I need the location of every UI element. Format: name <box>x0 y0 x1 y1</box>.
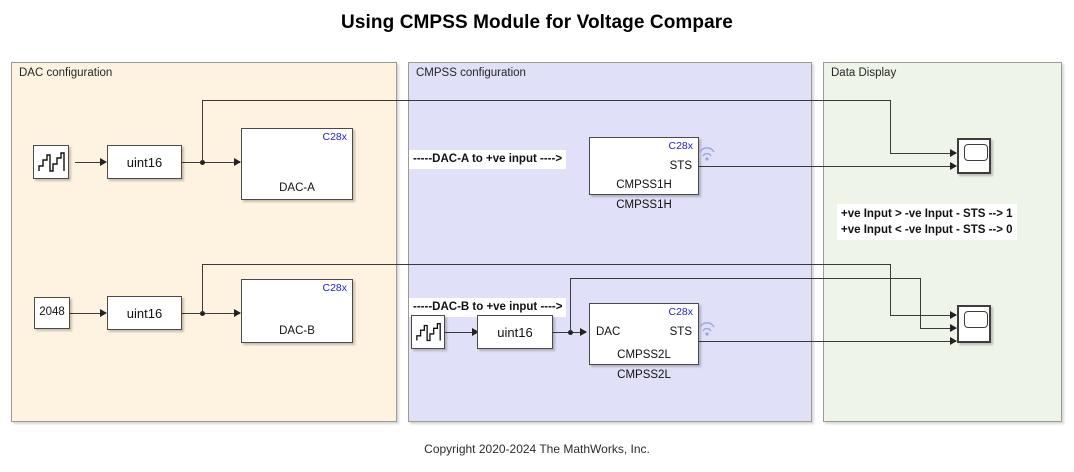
wire-constant-to-convert-b <box>70 313 102 314</box>
c28x-badge: C28x <box>322 131 347 143</box>
cmpss2l-out-port-label: STS <box>669 326 692 338</box>
arrow-convert-a-in <box>100 158 107 166</box>
arrow-dac-b-in <box>234 309 241 317</box>
data-type-conversion-block-c[interactable]: uint16 <box>477 315 553 349</box>
wireless-signal-icon <box>697 144 717 167</box>
convert-b-label: uint16 <box>126 306 163 321</box>
dac-b-name: DAC-B <box>279 325 315 337</box>
branch-point-dac-a <box>200 160 205 165</box>
cmpss2l-inner-name: CMPSS2L <box>617 349 671 361</box>
sts-legend-line-2: +ve Input < -ve Input - STS --> 0 <box>841 224 1013 236</box>
subsystem-panel-data-display[interactable]: Data Display <box>823 62 1062 422</box>
branch-point-dac-b <box>200 311 205 316</box>
scope-block-top[interactable] <box>957 138 991 174</box>
signal-source-block-b[interactable] <box>411 315 445 349</box>
scope-icon <box>964 311 988 328</box>
cmpss2l-outer-name: CMPSS2L <box>617 369 671 381</box>
annotation-dac-a-note: -----DAC-A to +ve input ----> <box>409 150 567 169</box>
subsystem-panel-cmpss-configuration[interactable]: CMPSS configuration <box>408 62 812 422</box>
data-type-conversion-block-b[interactable]: uint16 <box>107 296 182 330</box>
arrow-convert-b-in <box>100 309 107 317</box>
scope-icon <box>964 144 988 161</box>
wireless-signal-icon <box>697 319 717 342</box>
wire-branch-a-horizontal <box>202 100 890 101</box>
wire-convert-b-to-dac-b <box>182 313 240 314</box>
scope-block-bottom[interactable] <box>957 305 991 343</box>
dac-a-block[interactable]: C28x DAC-A <box>241 128 353 200</box>
data-type-conversion-block-a[interactable]: uint16 <box>107 145 182 179</box>
wire-convert-a-to-dac-a <box>182 162 240 163</box>
panel-label-data-display: Data Display <box>831 67 897 79</box>
wire-branch-b-horizontal <box>202 264 890 265</box>
cmpss2l-block[interactable]: C28x DAC STS CMPSS2L <box>589 303 699 365</box>
wire-source-b-to-convert-c <box>444 332 474 333</box>
convert-a-label: uint16 <box>126 155 163 170</box>
arrow-dac-a-in <box>234 158 241 166</box>
arrow-scope-top-in-2 <box>950 162 957 170</box>
wire-branch-b-vertical <box>202 264 203 313</box>
wire-branch-a-to-scope <box>890 153 956 154</box>
subsystem-panel-dac-configuration[interactable]: DAC configuration <box>11 62 397 422</box>
dac-a-name: DAC-A <box>279 182 315 194</box>
dac-b-block[interactable]: C28x DAC-B <box>241 279 353 343</box>
wire-branch-c-to-scope <box>920 328 956 329</box>
cmpss1h-block[interactable]: C28x STS CMPSS1H <box>589 137 699 195</box>
wire-branch-c-vertical <box>570 278 571 332</box>
copyright-text: Copyright 2020-2024 The MathWorks, Inc. <box>424 442 650 456</box>
wire-branch-c-down <box>920 278 921 328</box>
cmpss1h-outer-name: CMPSS1H <box>616 199 672 211</box>
convert-c-label: uint16 <box>497 325 533 340</box>
annotation-dac-b-note: -----DAC-B to +ve input ----> <box>409 298 567 317</box>
c28x-badge: C28x <box>322 282 347 294</box>
arrow-scope-top-in-1 <box>950 149 957 157</box>
wire-cmpss2l-sts-to-scope <box>699 341 956 342</box>
panel-label-dac: DAC configuration <box>19 67 113 79</box>
cmpss2l-in-port-label: DAC <box>596 326 621 338</box>
arrow-cmpss2l-dac-in <box>580 328 587 336</box>
wire-source-a-to-convert <box>75 162 102 163</box>
c28x-badge: C28x <box>668 306 693 318</box>
wire-branch-c-horizontal <box>570 278 920 279</box>
wire-cmpss1h-sts-to-scope <box>699 166 956 167</box>
c28x-badge: C28x <box>668 140 693 152</box>
constant-value-label: 2048 <box>39 306 65 318</box>
arrow-scope-bottom-in-1 <box>950 311 957 319</box>
wire-branch-a-down <box>890 100 891 153</box>
constant-block-2048[interactable]: 2048 <box>34 297 70 329</box>
sts-legend-line-1: +ve Input > -ve Input - STS --> 1 <box>841 208 1013 220</box>
page-title: Using CMPSS Module for Voltage Compare <box>341 12 733 33</box>
wire-branch-b-down <box>890 264 891 315</box>
arrow-scope-bottom-in-2 <box>950 324 957 332</box>
arrow-convert-c-in <box>472 328 479 336</box>
signal-source-block-a[interactable] <box>33 145 69 179</box>
cmpss1h-out-port-label: STS <box>669 160 692 172</box>
cmpss1h-inner-name: CMPSS1H <box>616 179 672 191</box>
wire-branch-b-to-scope <box>890 315 956 316</box>
wire-branch-a-vertical <box>202 100 203 162</box>
annotation-sts-legend: +ve Input > -ve Input - STS --> 1 +ve Inp… <box>837 204 1017 240</box>
arrow-scope-bottom-in-3 <box>950 337 957 345</box>
branch-point-cmpss2l-dac <box>568 330 573 335</box>
panel-label-cmpss: CMPSS configuration <box>416 67 526 79</box>
